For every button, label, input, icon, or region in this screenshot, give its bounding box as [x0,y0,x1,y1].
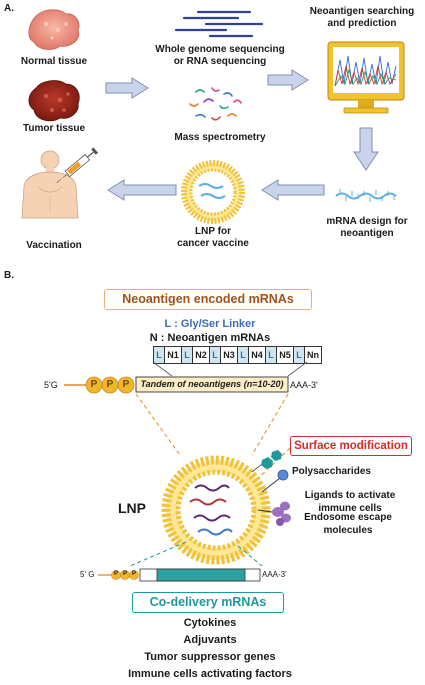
small-three-prime-label: AAA-3' [262,570,287,579]
endosome-label-line2: molecules [323,525,373,536]
unit-neoantigen: N4 [249,347,266,363]
codelivery-title: Co-delivery mRNAs [132,592,284,613]
unit-linker: L [266,347,277,363]
tumor-tissue-icon [28,80,80,122]
unit-neoantigen: N2 [193,347,210,363]
arrow-to-sequencing [105,77,149,99]
codelivery-item: Adjuvants [183,634,237,646]
unit-neoantigen: N3 [221,347,238,363]
dashed-guides [135,393,289,456]
unit-neoantigen: N5 [277,347,294,363]
endosome-escape-icon [257,501,291,526]
arrow-to-prediction [267,69,309,91]
unit-linker: L [182,347,193,363]
vaccination-label: Vaccination [26,240,82,251]
unit-neoantigen: N1 [165,347,182,363]
unit-linker: L [294,347,305,363]
construct-units-row: L N1 L N2 L N3 L N4 L N5 L Nn [153,346,322,364]
mrna-strand-icon [335,189,397,202]
lnp-cancer-vaccine-label-line2: cancer vaccine [177,238,249,249]
phosphate-icon [117,376,135,394]
legend-neoantigen: N : Neoantigen mRNAs [149,332,271,344]
normal-tissue-label: Normal tissue [20,56,88,67]
tumor-tissue-label: Tumor tissue [22,123,86,134]
sequencing-reads-icon [174,10,264,38]
unit-neoantigen: Nn [305,347,321,363]
panel-b-letter: B. [4,270,14,281]
construct-bracket [152,361,308,377]
neoantigen-search-label-line1: Neoantigen searching [309,6,415,17]
arrow-to-vaccination [107,179,177,201]
panel-a-graphics [21,9,405,224]
p-label: P [106,379,114,390]
five-prime-label: 5'G [44,380,58,390]
sequencing-label-line1: Whole genome sequencing [155,44,285,55]
codelivery-item: Immune cells activating factors [128,668,292,680]
tandem-label: Tandem of neoantigens (n=10-20) [140,379,284,389]
mrna-design-label-line1: mRNA design for [326,216,408,227]
lnp-label: LNP [118,500,146,516]
lnp-large-icon [161,455,271,565]
large-construct [64,376,289,394]
three-prime-label: AAA-3' [290,380,318,390]
unit-linker: L [154,347,165,363]
neoantigen-search-label-line2: and prediction [327,18,397,29]
ligands-label-line2: immune cells [318,503,382,514]
small-construct [98,568,261,582]
polysaccharides-label: Polysaccharides [292,466,371,477]
polysaccharide-icon [251,450,282,473]
mass-spectrometry-icon [189,87,242,121]
person-vaccination-icon [21,147,99,219]
unit-linker: L [210,347,221,363]
arrow-to-mrna-design [353,127,379,171]
ligands-label-line1: Ligands to activate [304,490,396,501]
codelivery-item: Tumor suppressor genes [144,651,276,663]
p-label-small: P [131,571,136,577]
endosome-label-line1: Endosome escape [304,512,392,523]
panel-a-letter: A. [4,3,14,14]
p-label-small: P [113,571,118,577]
panel-b-graphics [64,361,308,582]
teal-dashed-guides [129,541,263,567]
arrow-to-lnp [261,179,325,201]
encoded-mrnas-title: Neoantigen encoded mRNAs [104,289,312,310]
p-label: P [90,379,98,390]
unit-linker: L [238,347,249,363]
lnp-cancer-vaccine-label-line1: LNP for [195,226,231,237]
ligand-icon [261,469,289,493]
mass-spectrometry-label: Mass spectrometry [174,132,266,143]
sequencing-label-line2: or RNA sequencing [173,56,267,67]
phosphate-icon [129,570,139,580]
surface-modification-title: Surface modification [290,436,412,456]
lnp-small-icon [181,160,245,224]
p-label-small: P [122,571,127,577]
computer-monitor-icon [327,41,405,114]
mrna-design-label-line2: neoantigen [340,228,394,239]
p-label: P [122,379,130,390]
normal-tissue-icon [28,9,80,50]
codelivery-item: Cytokines [183,617,237,629]
small-five-prime-label: 5' G [80,570,95,579]
legend-linker: L : Gly/Ser Linker [164,318,256,330]
